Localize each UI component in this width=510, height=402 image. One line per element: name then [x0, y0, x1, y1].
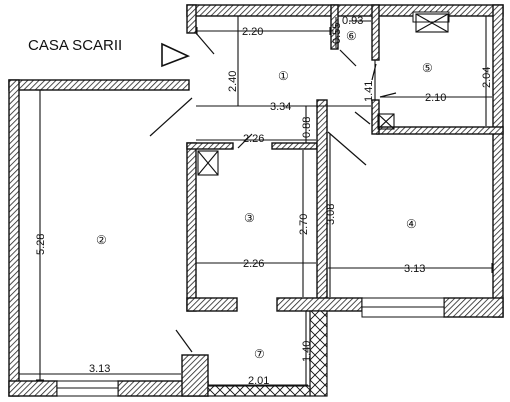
dim-0-88: 0.88 — [301, 117, 313, 138]
dim-2-40: 2.40 — [227, 71, 239, 92]
stairwell-label: CASA SCARII — [28, 37, 122, 54]
dimension-labels: 2.20 0.55 0.93 2.40 1.41 2.04 2.10 3.34 … — [35, 15, 493, 387]
wall-room2-bottom-left — [8, 380, 58, 397]
dim-2-70: 2.70 — [298, 214, 310, 235]
wall-room3-top-right — [271, 142, 318, 150]
room-number-3: ③ — [244, 211, 255, 225]
doors — [149, 32, 397, 353]
room-numbers: ① ② ③ ④ ⑤ ⑥ ⑦ — [96, 29, 433, 361]
dim-3-08: 3.08 — [325, 204, 337, 225]
wall-room4-bottom-left — [276, 297, 363, 312]
windows — [56, 11, 450, 397]
duct-room1 — [377, 113, 395, 130]
dim-0-93: 0.93 — [342, 15, 363, 27]
dim-3-13-right: 3.13 — [404, 263, 425, 275]
wall-room5-bottom — [376, 126, 504, 135]
dim-2-26-top: 2.26 — [243, 133, 264, 145]
wall-room1-room6 — [330, 4, 339, 50]
wall-room7-cross-bottom — [207, 385, 311, 397]
room-number-5: ⑤ — [422, 61, 433, 75]
wall-room7-right — [181, 354, 209, 397]
wall-room6-room5 — [371, 4, 380, 61]
walls — [8, 4, 504, 397]
room-number-2: ② — [96, 233, 107, 247]
room-number-4: ④ — [406, 217, 417, 231]
dim-1-41: 1.41 — [363, 81, 375, 102]
wall-room3-left — [186, 142, 197, 312]
wall-room4-bottom-right — [443, 297, 504, 318]
duct-room3 — [197, 150, 219, 176]
dim-1-40: 1.40 — [301, 341, 313, 362]
wall-room3-bottom — [186, 297, 238, 312]
duct-room5 — [415, 13, 449, 33]
wall-room7-cross-right — [309, 310, 328, 397]
wall-room3-top-left — [186, 142, 234, 150]
room-number-1: ① — [278, 69, 289, 83]
dim-2-01: 2.01 — [248, 375, 269, 387]
dimension-lines — [19, 16, 493, 386]
fixtures — [161, 13, 449, 176]
dim-0-55: 0.55 — [331, 23, 343, 44]
room-number-6: ⑥ — [346, 29, 357, 43]
wall-upper-left — [186, 4, 197, 34]
dim-5-28: 5.28 — [35, 234, 47, 255]
entrance-arrow-icon — [161, 42, 191, 68]
dim-2-26-bottom: 2.26 — [243, 258, 264, 270]
wall-room2-top — [8, 79, 190, 91]
dim-3-34: 3.34 — [270, 101, 291, 113]
dim-2-04: 2.04 — [481, 67, 493, 88]
dim-3-13-left: 3.13 — [89, 363, 110, 375]
dim-2-10: 2.10 — [425, 92, 446, 104]
dim-2-20: 2.20 — [242, 26, 263, 38]
wall-right — [492, 4, 504, 318]
wall-room2-left — [8, 79, 20, 397]
room-number-7: ⑦ — [254, 347, 265, 361]
